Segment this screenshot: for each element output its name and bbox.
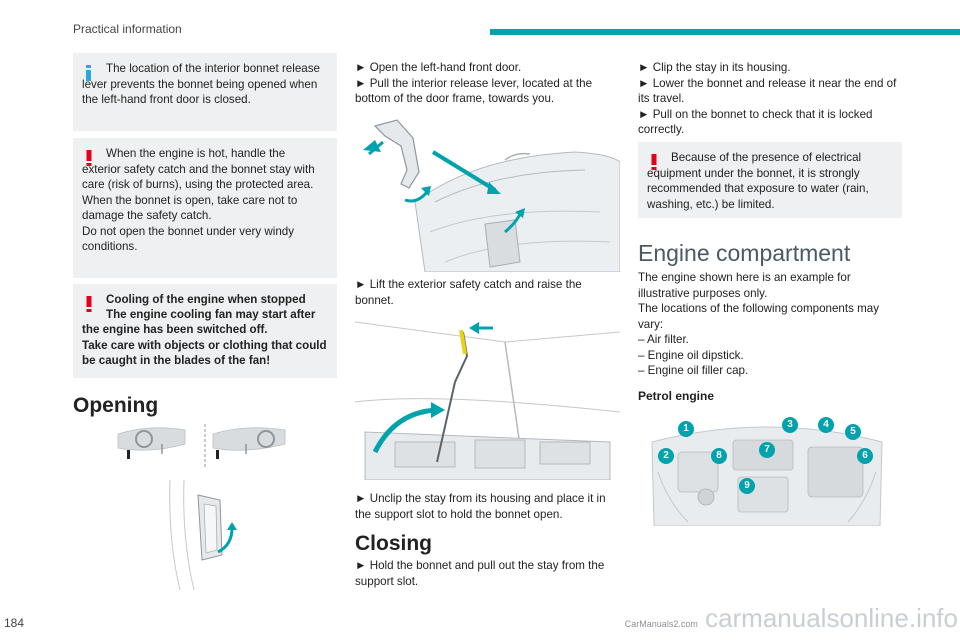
marker-1: 1 — [678, 421, 694, 437]
watermark-main: carmanualsonline.info — [705, 603, 958, 633]
engine-item-air-filter: – Air filter. — [638, 333, 689, 346]
warning-text-1: When the engine is hot, handle the exter… — [82, 147, 315, 191]
warning-note-hot-engine: When the engine is hot, handle the exter… — [73, 138, 337, 278]
warning-fan-text-2: Take care with objects or clothing that … — [82, 338, 327, 368]
figure-bonnet-stay — [355, 312, 620, 480]
opening-step-1: ► Open the left-hand front door. — [355, 61, 522, 74]
marker-5: 5 — [845, 424, 861, 440]
warning-fan-text-1: The engine cooling fan may start after t… — [82, 307, 316, 337]
heading-petrol-engine: Petrol engine — [638, 389, 715, 403]
marker-2: 2 — [658, 448, 674, 464]
warning-icon — [651, 154, 657, 170]
warning-fan-title: Cooling of the engine when stopped — [106, 293, 306, 306]
marker-8: 8 — [711, 448, 727, 464]
opening-step-2: ► Pull the interior release lever, locat… — [355, 76, 593, 106]
warning-icon — [86, 150, 92, 166]
closing-step-4: ► Pull on the bonnet to check that it is… — [638, 107, 873, 137]
figure-engine-bay: 1 2 3 4 5 6 7 8 9 — [648, 412, 886, 526]
heading-closing: Closing — [355, 532, 432, 555]
warning-text-3: Do not open the bonnet under very windy … — [82, 224, 295, 254]
engine-item-filler-cap: – Engine oil filler cap. — [638, 364, 749, 377]
marker-4: 4 — [818, 417, 834, 433]
info-icon — [86, 65, 91, 81]
info-note-lever: The location of the interior bonnet rele… — [73, 53, 337, 131]
marker-6: 6 — [857, 448, 873, 464]
warning-text-2: When the bonnet is open, take care not t… — [82, 193, 298, 223]
closing-step-1: ► Hold the bonnet and pull out the stay … — [355, 559, 605, 588]
warning-icon — [86, 296, 92, 312]
warning-note-water: Because of the presence of electrical eq… — [638, 142, 902, 218]
heading-engine-compartment: Engine compartment — [638, 240, 851, 266]
marker-7: 7 — [759, 442, 775, 458]
header-accent-bar — [490, 29, 960, 35]
closing-steps-2-4: ► Clip the stay in its housing. ► Lower … — [638, 60, 903, 138]
warning-water-text: Because of the presence of electrical eq… — [647, 151, 869, 211]
figure-bonnet-catch — [355, 112, 620, 272]
watermark-small: CarManuals2.com — [624, 619, 698, 629]
engine-text-2: The locations of the following component… — [638, 302, 880, 331]
page-number: 184 — [4, 616, 25, 630]
watermark: CarManuals2.com carmanualsonline.info — [625, 603, 958, 634]
opening-step-4: ► Unclip the stay from its housing and p… — [355, 492, 606, 521]
section-title: Practical information — [73, 22, 182, 36]
opening-step-3: ► Lift the exterior safety catch and rai… — [355, 278, 582, 307]
figure-release-lever — [110, 420, 300, 592]
closing-step-2: ► Clip the stay in its housing. — [638, 61, 791, 74]
warning-note-cooling-fan: Cooling of the engine when stopped The e… — [73, 284, 337, 378]
closing-step-3: ► Lower the bonnet and release it near t… — [638, 76, 897, 106]
opening-steps-1-2: ► Open the left-hand front door. ► Pull … — [355, 60, 620, 107]
info-note-text: The location of the interior bonnet rele… — [82, 62, 320, 106]
marker-9: 9 — [739, 478, 755, 494]
engine-item-dipstick: – Engine oil dipstick. — [638, 348, 744, 362]
marker-3: 3 — [782, 417, 798, 433]
engine-text-1: The engine shown here is an example for … — [638, 271, 851, 300]
engine-intro: The engine shown here is an example for … — [638, 270, 903, 379]
heading-opening: Opening — [73, 394, 159, 417]
